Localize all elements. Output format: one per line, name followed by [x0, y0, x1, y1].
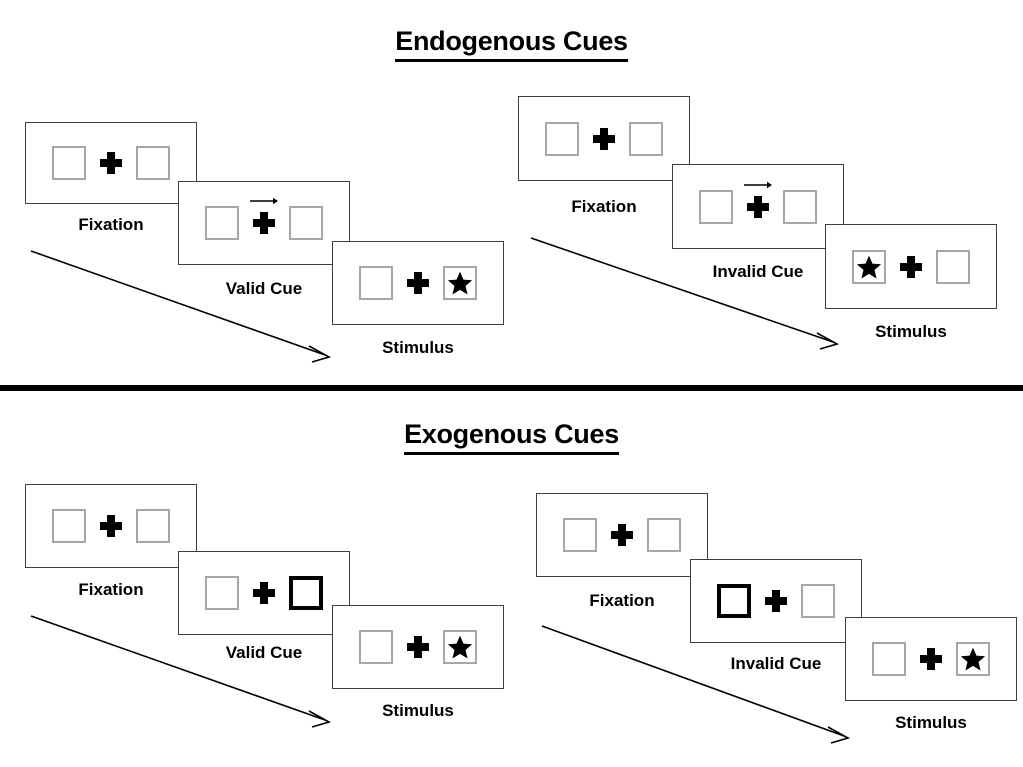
left-placeholder-box [205, 576, 239, 610]
left-cued-box [717, 584, 751, 618]
frame-content [717, 584, 835, 618]
frame-content [852, 249, 970, 284]
caption-exogenous-invalid-stimulus: Stimulus [895, 713, 967, 732]
right-target-box [956, 642, 990, 676]
frame-exogenous-valid-fixation [25, 484, 197, 568]
star-target-icon [447, 271, 473, 295]
right-placeholder-box [136, 509, 170, 543]
fixation-cross-icon [611, 524, 633, 546]
left-placeholder-box [205, 206, 239, 240]
frame-exogenous-valid-stimulus [332, 605, 504, 689]
left-placeholder-box [699, 189, 733, 224]
flow-arrow-endogenous-invalid [530, 237, 840, 350]
frame-exogenous-invalid-cue [690, 559, 862, 643]
right-placeholder-box [783, 189, 817, 224]
caption-endogenous-invalid-fixation: Fixation [571, 197, 637, 216]
frame-endogenous-invalid-fixation [518, 96, 690, 181]
left-placeholder-box [563, 518, 597, 552]
caption-exogenous-invalid-fixation: Fixation [589, 591, 655, 610]
frame-endogenous-invalid-stimulus [825, 224, 997, 309]
star-target-icon [960, 647, 986, 671]
star-target-icon [856, 255, 882, 278]
caption-exogenous-invalid-cue: Invalid Cue [730, 654, 822, 673]
frame-endogenous-invalid-cue [672, 164, 844, 249]
right-placeholder-box [647, 518, 681, 552]
flow-arrow-endogenous-valid [30, 250, 332, 363]
frame-exogenous-valid-cue [178, 551, 350, 635]
caption-endogenous-valid-stimulus: Stimulus [382, 338, 454, 357]
section-title-endogenous: Endogenous Cues [0, 26, 1023, 62]
frame-endogenous-valid-fixation [25, 122, 197, 204]
frame-exogenous-invalid-stimulus [845, 617, 1017, 701]
fixation-cross-icon [593, 127, 615, 150]
fixation-cross-icon [253, 582, 275, 604]
star-target-icon [447, 635, 473, 659]
caption-exogenous-valid-fixation: Fixation [78, 580, 144, 599]
left-target-box [852, 249, 886, 284]
frame-content [359, 630, 477, 664]
frame-content [545, 121, 663, 156]
fixation-cross-icon [765, 590, 787, 612]
section-title-endogenous-text: Endogenous Cues [395, 26, 628, 62]
flow-arrow-exogenous-invalid [541, 625, 851, 744]
frame-endogenous-valid-cue [178, 181, 350, 265]
right-placeholder-box [136, 146, 170, 180]
frame-content [563, 518, 681, 552]
right-placeholder-box [629, 121, 663, 156]
fixation-cross-icon [100, 152, 122, 174]
right-cued-box [289, 576, 323, 610]
frame-content [699, 181, 817, 224]
left-placeholder-box [872, 642, 906, 676]
fixation-cross-icon [744, 181, 772, 218]
caption-endogenous-invalid-stimulus: Stimulus [875, 322, 947, 341]
frame-content [359, 266, 477, 300]
frame-content [872, 642, 990, 676]
frame-endogenous-valid-stimulus [332, 241, 504, 325]
section-divider [0, 385, 1023, 391]
fixation-cross-icon [900, 255, 922, 278]
frame-exogenous-invalid-fixation [536, 493, 708, 577]
left-placeholder-box [52, 509, 86, 543]
left-placeholder-box [359, 266, 393, 300]
right-placeholder-box [801, 584, 835, 618]
section-title-exogenous-text: Exogenous Cues [404, 419, 619, 455]
caption-endogenous-valid-fixation: Fixation [78, 215, 144, 234]
frame-content [205, 576, 323, 610]
left-placeholder-box [359, 630, 393, 664]
frame-content [52, 509, 170, 543]
right-placeholder-box [289, 206, 323, 240]
caption-exogenous-valid-cue: Valid Cue [225, 643, 303, 662]
flow-arrow-exogenous-valid [30, 615, 332, 728]
arrow-right-cue-icon [744, 181, 772, 188]
right-target-box [443, 630, 477, 664]
arrow-right-cue-icon [250, 197, 278, 205]
fixation-cross-icon [407, 272, 429, 294]
fixation-cross-icon [407, 636, 429, 658]
fixation-cross-icon [920, 648, 942, 670]
section-title-exogenous: Exogenous Cues [0, 419, 1023, 455]
caption-exogenous-valid-stimulus: Stimulus [382, 701, 454, 720]
fixation-cross-icon [250, 197, 278, 234]
fixation-cross-icon [100, 515, 122, 537]
right-placeholder-box [936, 249, 970, 284]
right-target-box [443, 266, 477, 300]
left-placeholder-box [545, 121, 579, 156]
frame-content [205, 197, 323, 240]
caption-endogenous-invalid-cue: Invalid Cue [712, 262, 804, 281]
frame-content [52, 146, 170, 180]
caption-endogenous-valid-cue: Valid Cue [225, 279, 303, 298]
left-placeholder-box [52, 146, 86, 180]
